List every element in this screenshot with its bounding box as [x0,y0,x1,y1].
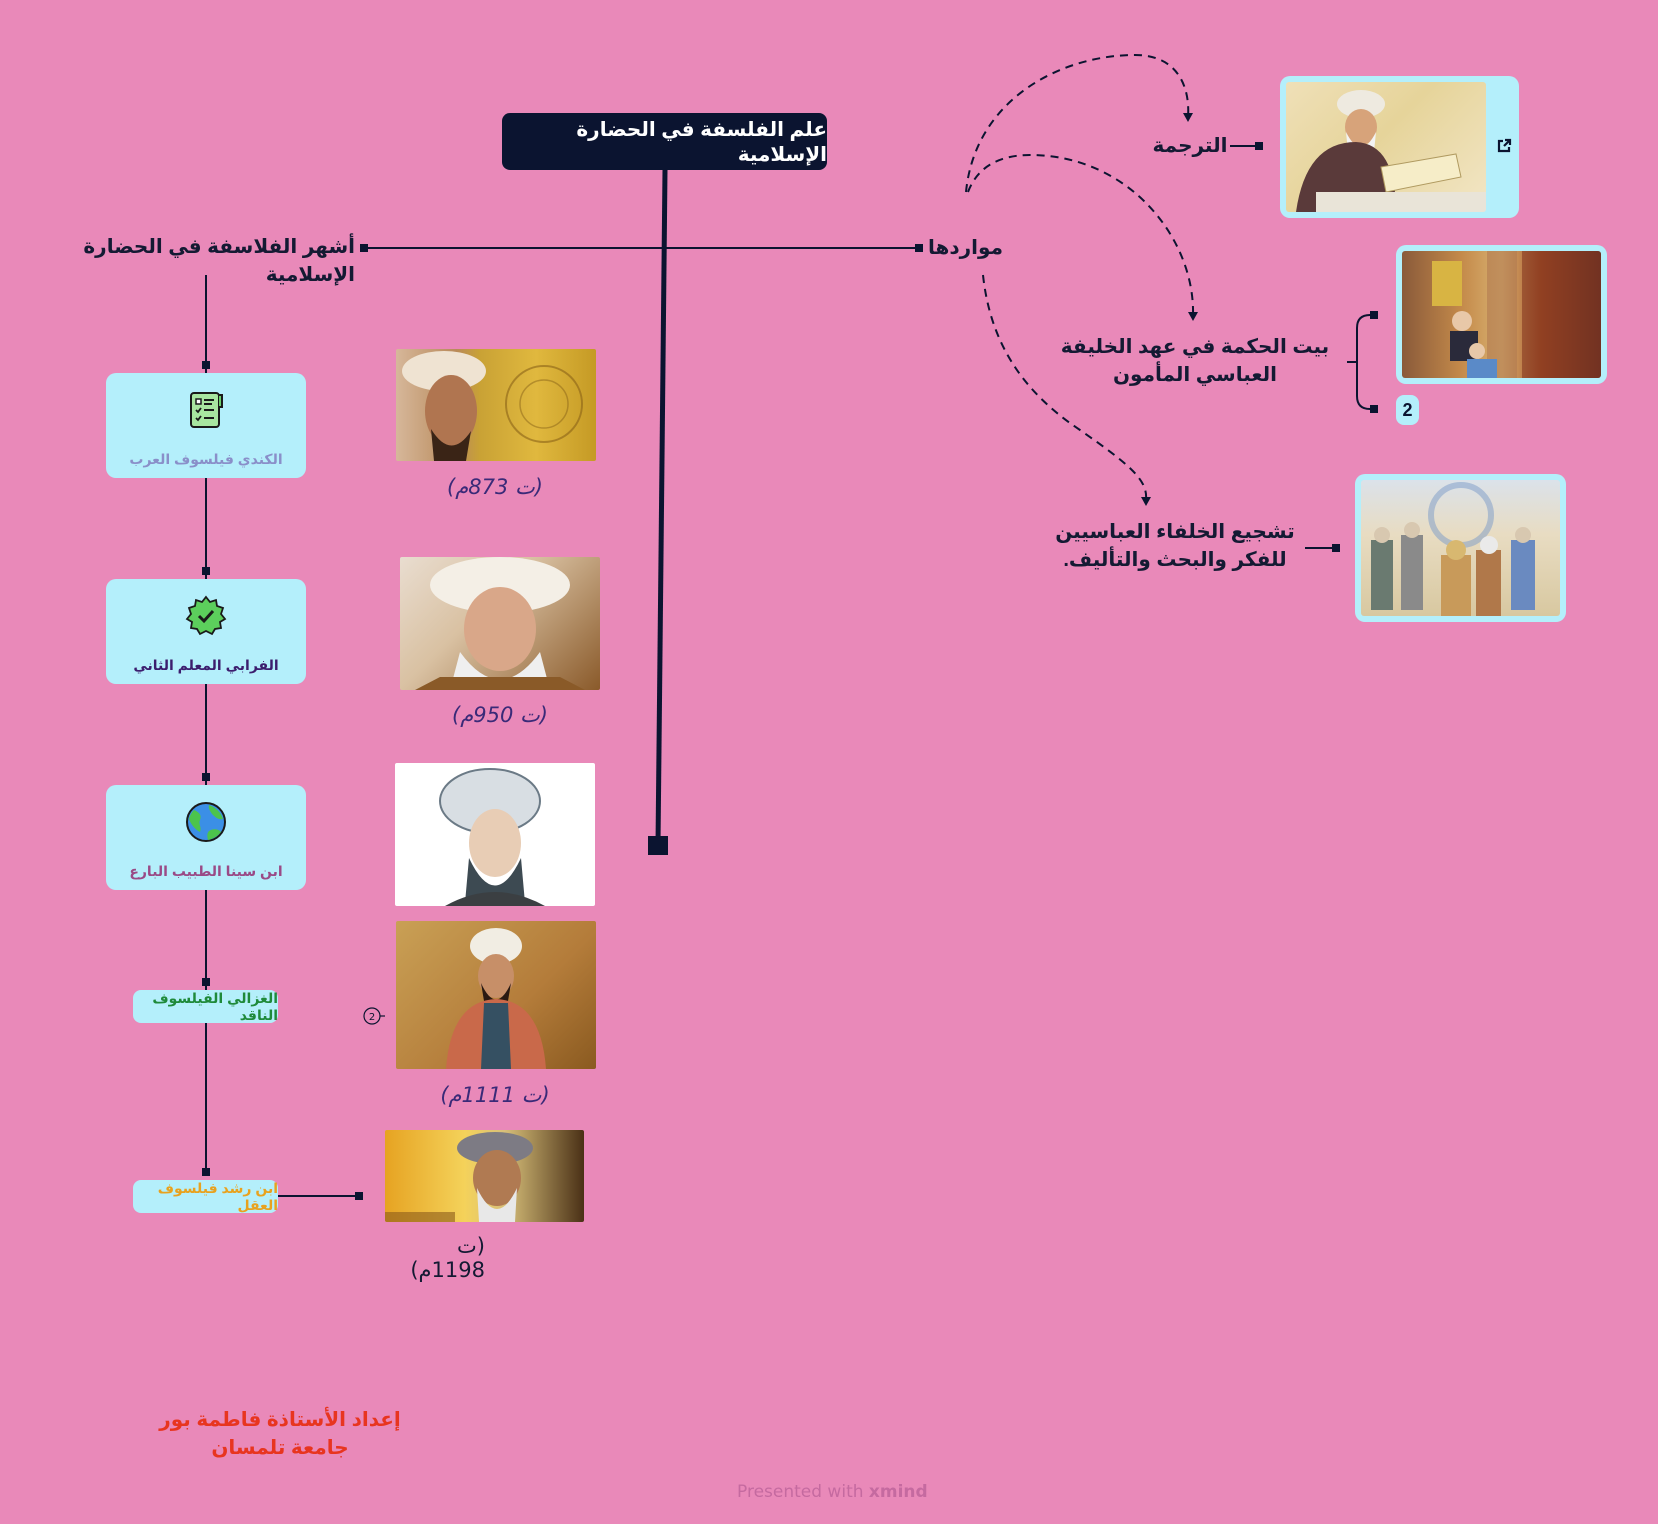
house-of-wisdom-image [1402,251,1601,378]
philosopher-node-kindi[interactable]: الكندي فيلسوف العرب [106,373,306,478]
translation-image-card[interactable] [1280,76,1519,218]
philosopher-node-ibn-sina[interactable]: ابن سينا الطبيب البارع [106,785,306,890]
philosopher-label: ابن سينا الطبيب البارع [129,863,283,879]
portrait-ibn-rushd-image [385,1130,584,1222]
ghazali-collapse-circle [363,1007,381,1025]
encouragement-image-card[interactable] [1355,474,1566,622]
house-of-wisdom-count-badge[interactable]: 2 [1396,395,1419,425]
philosopher-label: الفرابي المعلم الثاني [133,657,279,673]
death-date-ibn-rushd: (ت 1198م) [410,1234,485,1282]
portrait-farabi-image [400,557,600,690]
philosopher-node-ibn-rushd[interactable]: ابن رشد فيلسوف العقل [133,1180,278,1213]
author-credit: إعداد الأستاذة فاطمة بور جامعة تلمسان [159,1409,401,1459]
death-date-ghazali: (ت 1111م) [440,1083,550,1107]
death-date-kindi: (ت 873م) [447,475,543,499]
portrait-ghazali-image [396,921,596,1069]
left-branch-node-marker [360,244,368,252]
central-topic-label: علم الفلسفة في الحضارة الإسلامية [576,118,827,166]
external-link-icon[interactable] [1496,138,1512,154]
presented-with-footer[interactable]: Presented with xmind [737,1482,928,1502]
house-of-wisdom-image-card[interactable] [1396,245,1607,384]
philosopher-label: ابن رشد فيلسوف العقل [157,1179,278,1213]
xmind-brand-logo: xmind [868,1482,928,1502]
left-branch-title[interactable]: أشهر الفلاسفة في الحضارة الإسلامية [83,236,355,286]
globe-icon [186,802,226,842]
death-date-farabi: (ت 950م) [452,703,548,727]
philosopher-label: الغزالي الفيلسوف الناقد [152,989,278,1023]
right-branch-node-marker [915,244,923,252]
philosopher-node-farabi[interactable]: الفرابي المعلم الثاني [106,579,306,684]
philosopher-node-ghazali[interactable]: الغزالي الفيلسوف الناقد [133,990,278,1023]
portrait-ibn-sina-image [395,763,595,906]
verified-badge-icon [185,595,227,636]
central-trunk-line [655,169,668,846]
scholars-gathering-image [1361,480,1560,616]
resource-translation[interactable]: الترجمة [1152,135,1228,157]
checklist-scroll-icon [190,392,223,428]
resource-house-of-wisdom[interactable]: بيت الحكمة في عهد الخليفة العباسي المأمو… [1060,336,1330,386]
portrait-kindi-image [396,349,596,461]
translation-scholar-image [1286,82,1486,212]
resource-caliphs-encouragement[interactable]: تشجيع الخلفاء العباسيين للفكر والبحث وال… [1055,521,1295,571]
svg-text:2: 2 [369,1012,375,1023]
trunk-end-marker [648,836,668,855]
philosopher-label: الكندي فيلسوف العرب [129,451,283,467]
right-branch-title[interactable]: مواردها [928,237,1003,259]
central-topic[interactable]: علم الفلسفة في الحضارة الإسلامية [502,113,827,170]
